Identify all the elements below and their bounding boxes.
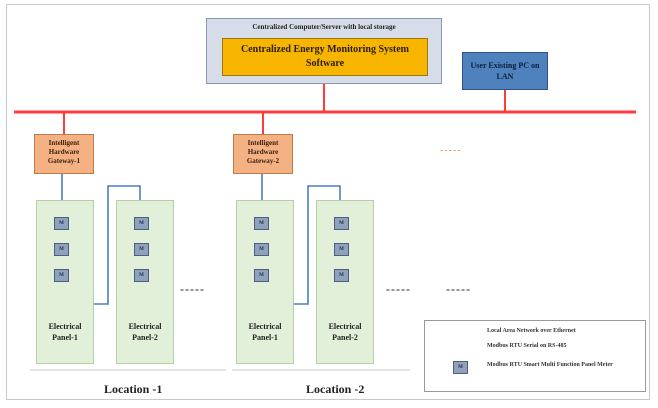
panel-meter: M xyxy=(334,243,349,256)
panel-meter: M xyxy=(334,269,349,282)
central-server-box: Centralized Computer/Server with local s… xyxy=(206,18,442,84)
electrical-panel-location-2-b: M M M Electrical Panel-2 xyxy=(316,200,374,364)
more-panels-ellipsis-location-2: ----- xyxy=(386,282,411,296)
panel-meter: M xyxy=(334,217,349,230)
panel-meter: M xyxy=(254,243,269,256)
panel-meter: M xyxy=(54,243,69,256)
panel-label: Electrical Panel-1 xyxy=(48,322,82,342)
panel-meter: M xyxy=(54,269,69,282)
panel-meter: M xyxy=(134,217,149,230)
panel-label: Electrical Panel-1 xyxy=(248,322,282,342)
gateway-1-box: Intelligent Hardware Gateway-1 xyxy=(34,134,94,174)
location-1-label: Location -1 xyxy=(104,382,163,396)
more-panels-ellipsis-location-1: ----- xyxy=(180,282,205,296)
server-title: Centralized Computer/Server with local s… xyxy=(252,23,396,31)
legend-text: Modbus RTU Serial on RS-485 xyxy=(487,343,567,349)
electrical-panel-location-1-a: M M M Electrical Panel-1 xyxy=(36,200,94,364)
diagram-frame xyxy=(6,4,650,400)
legend: Local Area Network over Ethernet Modbus … xyxy=(424,320,646,392)
panel-label: Electrical Panel-2 xyxy=(328,322,362,342)
legend-meter-symbol: M xyxy=(453,361,468,374)
panel-label: Electrical Panel-2 xyxy=(128,322,162,342)
legend-text: Modbus RTU Smart Multi Function Panel Me… xyxy=(487,362,613,368)
panel-meter: M xyxy=(134,269,149,282)
electrical-panel-location-2-a: M M M Electrical Panel-1 xyxy=(236,200,294,364)
panel-meter: M xyxy=(54,217,69,230)
more-gateways-ellipsis: ----- xyxy=(440,145,462,156)
location-2-label: Location -2 xyxy=(306,382,365,396)
panel-meter: M xyxy=(254,217,269,230)
legend-text: Local Area Network over Ethernet xyxy=(487,328,576,334)
energy-monitoring-software-box: Centralized Energy Monitoring System Sof… xyxy=(222,38,428,76)
panel-meter: M xyxy=(134,243,149,256)
gateway-2-box: Intelligent Hardware Gateway-2 xyxy=(233,134,293,174)
more-locations-ellipsis: ----- xyxy=(446,282,471,296)
panel-meter: M xyxy=(254,269,269,282)
electrical-panel-location-1-b: M M M Electrical Panel-2 xyxy=(116,200,174,364)
user-pc-box: User Existing PC on LAN xyxy=(462,52,548,90)
